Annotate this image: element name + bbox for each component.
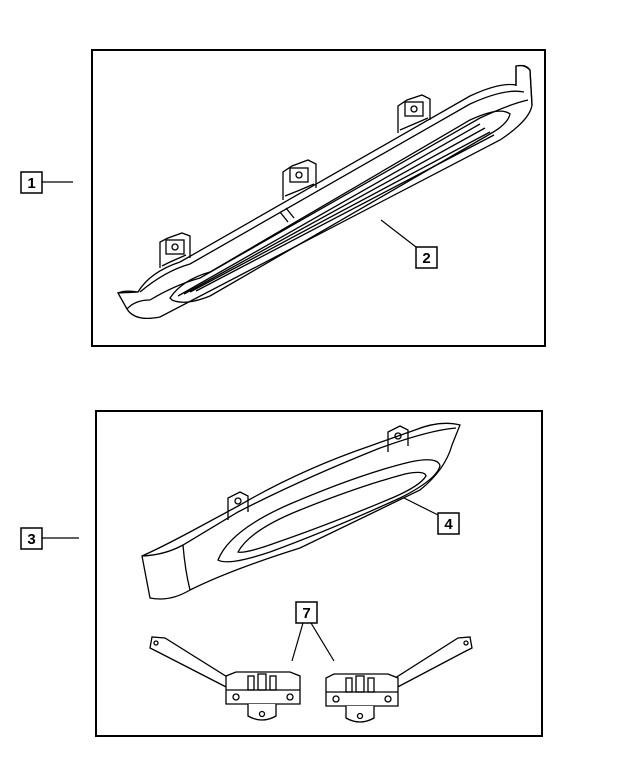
callout-3-label: 3 bbox=[27, 531, 35, 548]
support-bracket-left bbox=[149, 636, 301, 721]
support-bracket-right bbox=[325, 636, 473, 723]
running-board-4 bbox=[141, 422, 461, 600]
callout-4-label: 4 bbox=[444, 516, 453, 533]
mount-bracket-1c bbox=[397, 94, 431, 133]
running-board-1 bbox=[116, 64, 533, 320]
mount-bracket-1b bbox=[282, 159, 317, 200]
callout-2: 2 bbox=[380, 219, 438, 269]
panel-3-frame bbox=[95, 410, 543, 737]
callout-4: 4 bbox=[403, 497, 460, 535]
callout-7-label: 7 bbox=[302, 605, 310, 622]
panel-1-frame bbox=[91, 49, 546, 347]
callout-1: 1 bbox=[20, 171, 73, 194]
callout-3: 3 bbox=[20, 527, 79, 550]
callout-2-label: 2 bbox=[422, 250, 430, 267]
mount-bracket-1a bbox=[159, 232, 191, 268]
callout-7: 7 bbox=[291, 601, 335, 662]
mount-bracket-4b bbox=[387, 425, 409, 452]
mount-bracket-4a bbox=[227, 491, 249, 520]
callout-1-label: 1 bbox=[27, 175, 35, 192]
